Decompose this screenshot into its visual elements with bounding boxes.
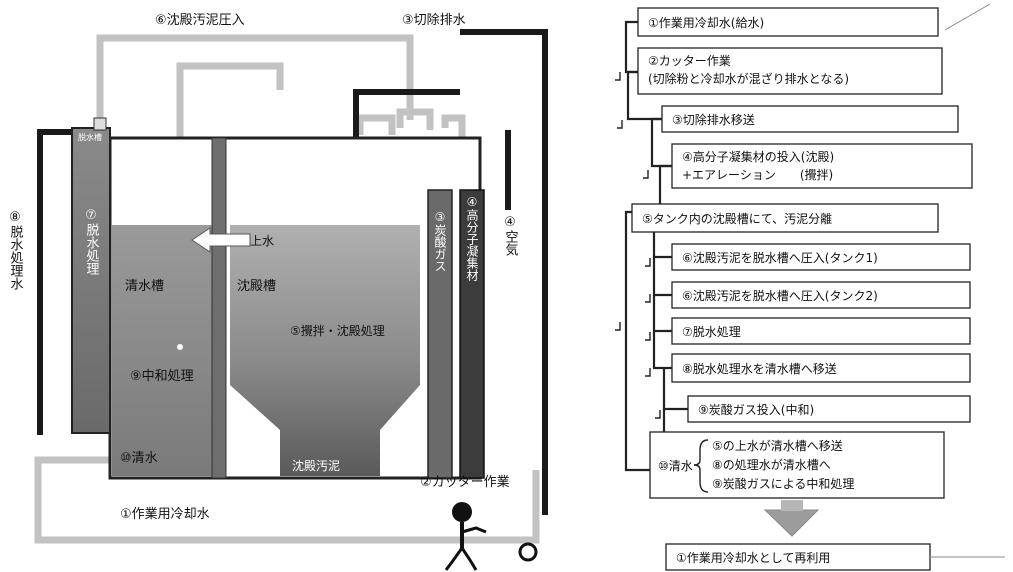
label-clear-water: ⑩清水 <box>120 451 158 466</box>
flocculant-column <box>459 189 485 479</box>
brace-icon <box>693 439 709 493</box>
flow-step-2: ②カッター作業 (切除粉と冷却水が混ざり排水となる) <box>637 47 943 95</box>
flow-tick-icon <box>617 120 623 129</box>
flow-step-1: ①作業用冷却水(給水) <box>637 7 939 37</box>
flow-step-final: ⑩清水 ⑤の上水が清水槽へ移送 ⑧の処理水が清水槽へ ⑨炭酸ガスによる中和処理 <box>649 431 945 499</box>
flow-tick-icon <box>615 72 621 81</box>
reuse-arrow <box>763 509 820 537</box>
flow-step-10: ⑨炭酸ガス投入(中和) <box>687 395 971 423</box>
flow-step-6: ⑥沈殿汚泥を脱水槽へ圧入(タンク1) <box>671 243 971 271</box>
flow-tick-icon <box>645 332 651 341</box>
final-item: ⑤の上水が清水槽へ移送 <box>712 438 843 453</box>
flow-step-text: ③切除排水移送 <box>672 112 755 127</box>
flow-step-text: ⑤タンク内の沈殿槽にて、汚泥分離 <box>642 211 832 226</box>
co2-column <box>427 189 453 479</box>
final-item: ⑨炭酸ガスによる中和処理 <box>712 476 854 491</box>
reuse-arrow-shaft <box>781 500 803 511</box>
flow-step-8: ⑦脱水処理 <box>671 317 971 345</box>
process-flowchart: ①作業用冷却水(給水) ②カッター作業 (切除粉と冷却水が混ざり排水となる) ③切除排… <box>615 3 1005 571</box>
label-flocculant: ④高分子凝集材 <box>465 195 479 281</box>
label-air: ④空気 <box>503 215 519 257</box>
flow-step-text: (切除粉と冷却水が混ざり排水となる) <box>648 71 849 86</box>
flow-step-text: ⑥沈殿汚泥を脱水槽へ圧入(タンク2) <box>682 288 878 303</box>
flow-step-5: ⑤タンク内の沈殿槽にて、汚泥分離 <box>631 203 939 233</box>
cutter-blade <box>518 542 538 562</box>
flow-connector <box>652 257 672 297</box>
flow-step-3: ③切除排水移送 <box>661 105 959 133</box>
flow-step-text: +エアレーション (攪拌) <box>682 167 833 182</box>
label-dewatered-water: ⑧脱水処理水 <box>8 210 24 290</box>
flow-step-text: ④高分子凝集材の投入(沈殿) <box>682 149 834 164</box>
label-stir-settle: ⑤攪拌・沈殿処理 <box>290 323 385 338</box>
label-dewater-proc: ⑦脱水処理 <box>84 208 100 275</box>
flow-step-text: ⑦脱水処理 <box>682 324 741 339</box>
label-neutralize: ⑨中和処理 <box>130 369 194 384</box>
label-sludge-press: ⑥沈殿汚泥圧入 <box>155 13 245 28</box>
flow-boxes: ①作業用冷却水(給水) ②カッター作業 (切除粉と冷却水が混ざり排水となる) ③切除排… <box>631 7 1005 571</box>
label-supernatant: 上水 <box>250 234 274 248</box>
flow-connector <box>652 295 672 333</box>
flow-tick-icon <box>643 170 649 179</box>
flow-step-reuse: ①作業用冷却水として再利用 <box>665 543 1005 571</box>
label-cutting-drain: ③切除排水 <box>402 13 466 28</box>
settle-tank-water <box>230 225 420 476</box>
flow-step-text: ⑨炭酸ガス投入(中和) <box>698 402 814 417</box>
flow-connector <box>624 20 638 74</box>
flow-connector <box>626 70 662 121</box>
flow-connector <box>652 331 672 370</box>
label-cutter: ②カッター作業 <box>420 474 510 490</box>
marker-dot <box>177 344 183 350</box>
label-co2: ③炭酸ガス <box>433 210 447 272</box>
flow-step-text: ①作業用冷却水(給水) <box>648 16 764 30</box>
label-dewater-top: 脱水槽 <box>78 132 102 142</box>
flow-step-4: ④高分子凝集材の投入(沈殿) +エアレーション (攪拌) <box>671 143 973 189</box>
corner-mark <box>944 3 991 31</box>
flow-step-text: ②カッター作業 <box>648 54 731 68</box>
tank-schematic: ⑥沈殿汚泥圧入 ③切除排水 ①作業用冷却水 ②カッター作業 脱水槽 清水槽 沈殿… <box>8 13 548 571</box>
reuse-text: ①作業用冷却水として再利用 <box>676 551 830 565</box>
flow-step-text: ⑧脱水処理水を清水槽へ移送 <box>682 361 837 376</box>
supernatant-arrow <box>191 227 251 253</box>
dewater-tank <box>71 127 111 434</box>
worker-figure <box>444 502 487 571</box>
label-settle-tank: 沈殿槽 <box>237 279 276 294</box>
label-cooling-water: ①作業用冷却水 <box>120 506 210 522</box>
flow-tick-icon <box>645 258 651 267</box>
flow-step-7: ⑥沈殿汚泥を脱水槽へ圧入(タンク2) <box>671 281 971 309</box>
tank-divider <box>211 137 227 479</box>
dewater-inlet <box>93 117 107 131</box>
final-label: ⑩清水 <box>658 459 693 473</box>
clear-tank-water <box>112 225 220 476</box>
flow-step-text: ⑥沈殿汚泥を脱水槽へ圧入(タンク1) <box>682 250 878 265</box>
flow-tick-icon <box>645 294 651 303</box>
label-clear-tank: 清水槽 <box>125 279 164 294</box>
flow-tick-icon <box>655 410 661 419</box>
label-sludge: 沈殿汚泥 <box>292 458 340 473</box>
flow-tick-icon <box>615 322 621 331</box>
final-item: ⑧の処理水が清水槽へ <box>712 457 831 472</box>
flow-tick-icon <box>645 368 651 377</box>
flow-step-9: ⑧脱水処理水を清水槽へ移送 <box>671 353 971 383</box>
